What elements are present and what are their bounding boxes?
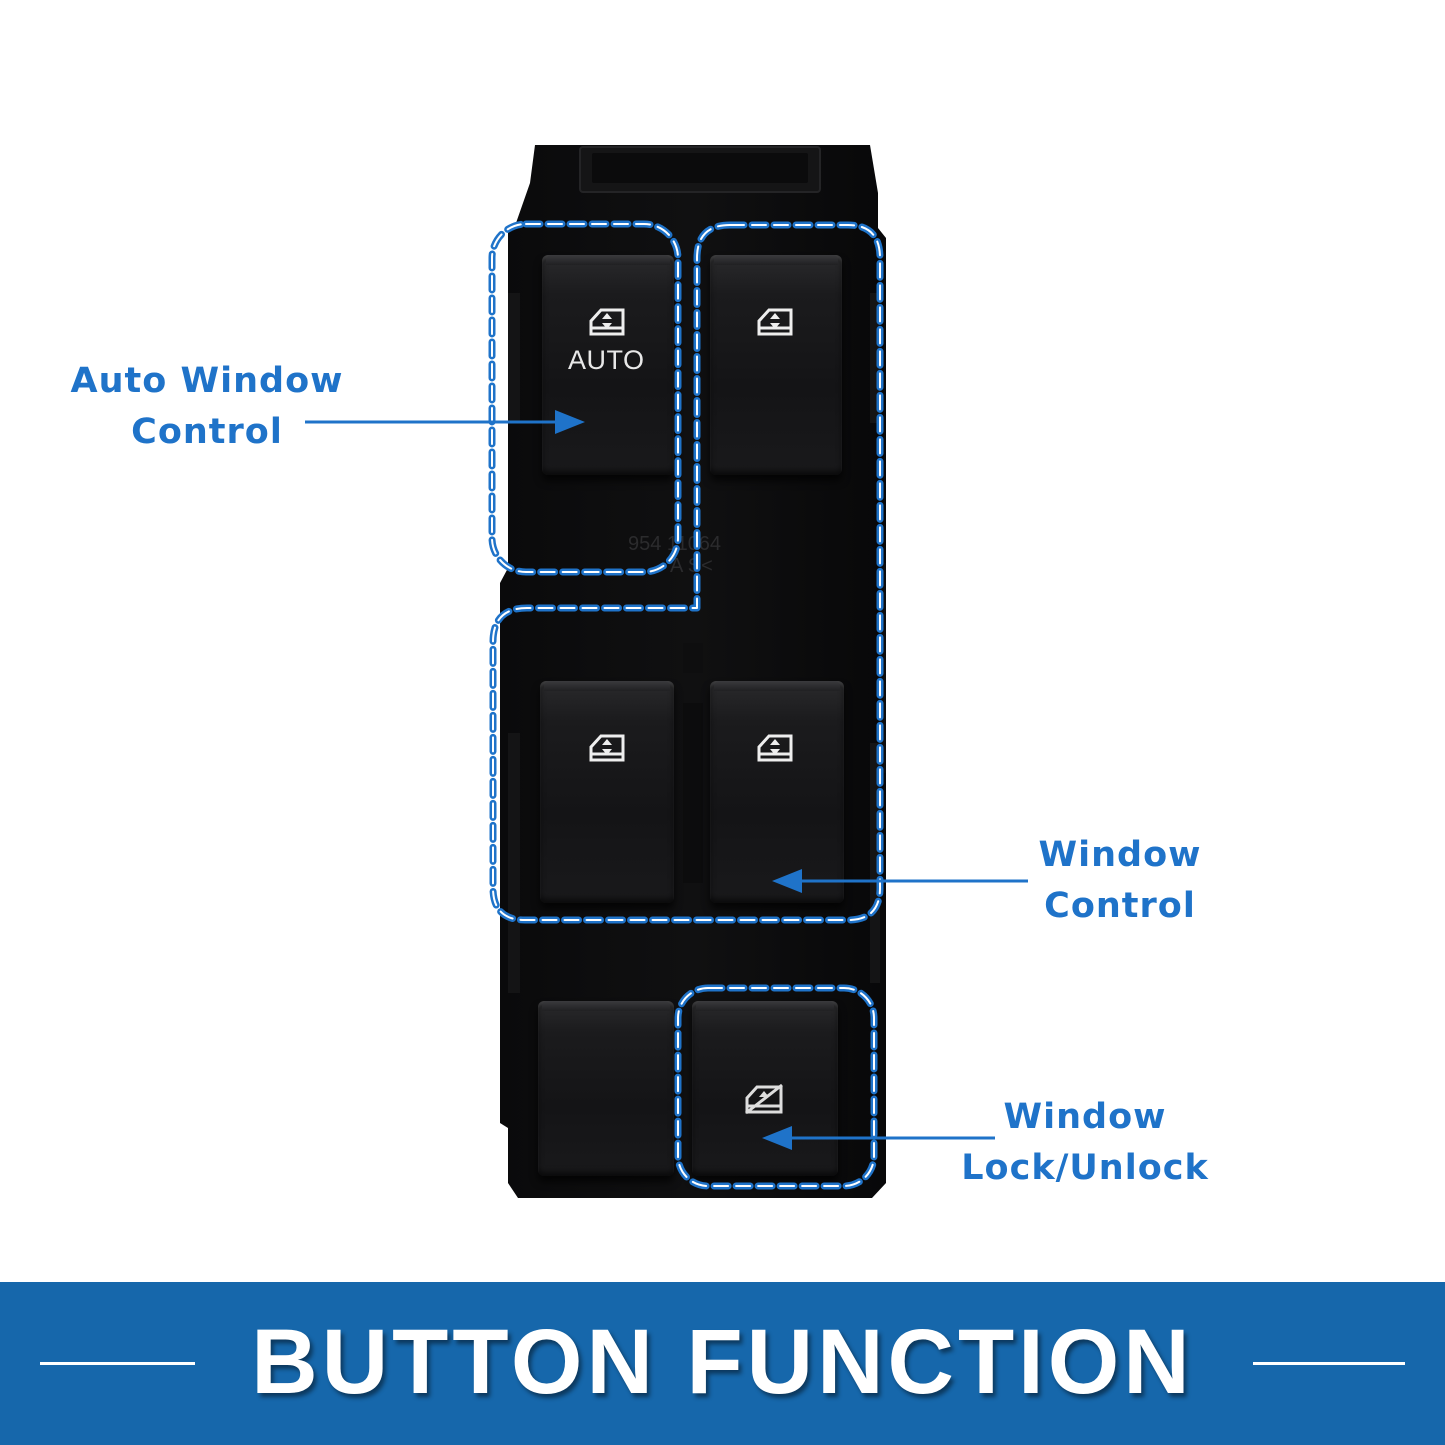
arrow-auto-window [305, 410, 585, 434]
callout-window-lock-unlock-line1: Window [1003, 1097, 1167, 1137]
arrow-window-control [772, 869, 1028, 893]
banner-rule-right [1253, 1362, 1405, 1365]
window-lock-icon [745, 1083, 783, 1115]
window-up-down-icon [589, 734, 625, 762]
callout-auto-window-control-line2: Control [131, 412, 283, 452]
blank-switch [538, 1001, 674, 1176]
material-mark-text: A S< [670, 555, 713, 577]
auto-label: AUTO [568, 345, 645, 375]
front-passenger-window-switch[interactable] [710, 255, 842, 475]
rear-right-window-switch[interactable] [710, 681, 844, 903]
callout-window-control-line2: Control [1044, 886, 1196, 926]
window-lock-switch[interactable] [692, 1001, 838, 1176]
callout-window-lock-unlock-line2: Lock/Unlock [961, 1148, 1209, 1188]
window-lock-highlight-outline [674, 984, 878, 1190]
auto-window-highlight-outline [488, 220, 682, 576]
callout-window-control: Window Control [1020, 830, 1220, 932]
window-up-down-icon [757, 308, 793, 336]
window-control-highlight-outline [489, 221, 884, 924]
window-up-down-icon [589, 308, 625, 336]
banner-rule-left [40, 1362, 195, 1365]
driver-auto-window-switch[interactable]: AUTO [542, 255, 674, 475]
callout-window-control-line1: Window [1038, 835, 1202, 875]
window-switch-panel: 954 11064 A S< AUTO [500, 143, 886, 1198]
arrow-window-lock [762, 1126, 995, 1150]
footer-banner: BUTTON FUNCTION [0, 1282, 1445, 1445]
window-up-down-icon [757, 734, 793, 762]
callout-auto-window-control: Auto Window Control [62, 356, 352, 458]
callout-auto-window-control-line1: Auto Window [70, 361, 344, 401]
banner-title: BUTTON FUNCTION [251, 1311, 1194, 1413]
rear-left-window-switch[interactable] [540, 681, 674, 903]
callout-window-lock-unlock: Window Lock/Unlock [945, 1092, 1225, 1194]
